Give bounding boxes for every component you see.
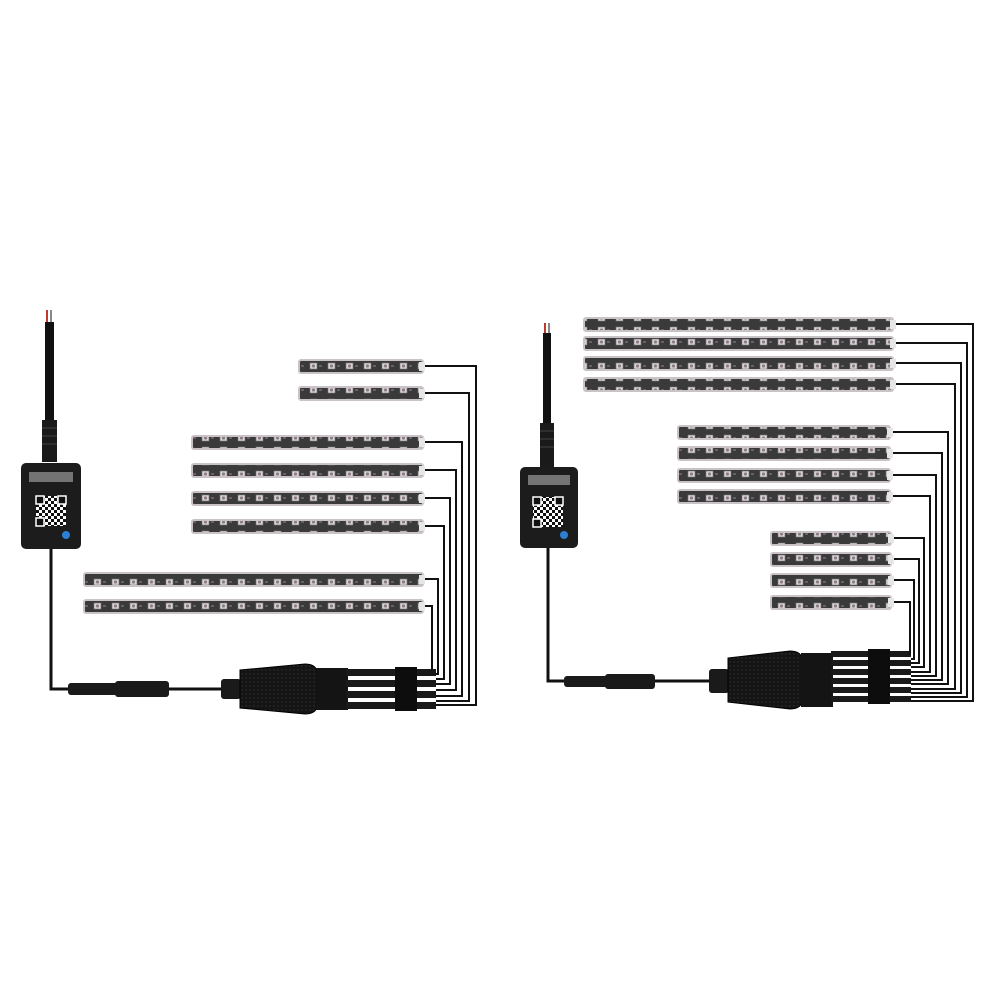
led-strip xyxy=(770,531,894,546)
bluetooth-icon xyxy=(560,531,568,539)
led-strip xyxy=(583,336,896,351)
bluetooth-icon xyxy=(62,531,70,539)
inline-connector xyxy=(68,683,118,695)
led-strip xyxy=(83,572,425,587)
splitter-outputs xyxy=(346,667,436,711)
power-input-lead xyxy=(540,323,554,467)
led-strip xyxy=(677,489,893,504)
led-strip xyxy=(583,356,896,371)
led-strip xyxy=(191,435,425,450)
strip-wires xyxy=(425,365,477,706)
led-strip xyxy=(191,463,425,478)
led-strip xyxy=(677,446,893,461)
led-strip xyxy=(677,425,893,440)
led-strip xyxy=(83,599,425,614)
led-strip xyxy=(583,317,896,332)
kit-12-strip xyxy=(520,317,974,710)
splitter-outputs xyxy=(831,649,911,704)
led-strip xyxy=(191,491,425,506)
bluetooth-controller xyxy=(21,463,81,549)
led-strip xyxy=(770,595,894,610)
led-strip xyxy=(583,377,896,392)
led-strip xyxy=(191,519,425,534)
inline-connector xyxy=(564,676,608,687)
bluetooth-controller xyxy=(520,467,578,548)
led-strip xyxy=(677,468,893,483)
strip-wires xyxy=(893,323,974,702)
led-strip xyxy=(770,552,894,567)
led-strip xyxy=(298,386,425,401)
kit-8-strip xyxy=(21,310,477,715)
power-input-lead xyxy=(42,310,57,462)
led-strip xyxy=(770,573,894,588)
splitter-hub xyxy=(221,663,348,715)
led-strip xyxy=(298,359,425,374)
splitter-hub xyxy=(709,650,833,710)
